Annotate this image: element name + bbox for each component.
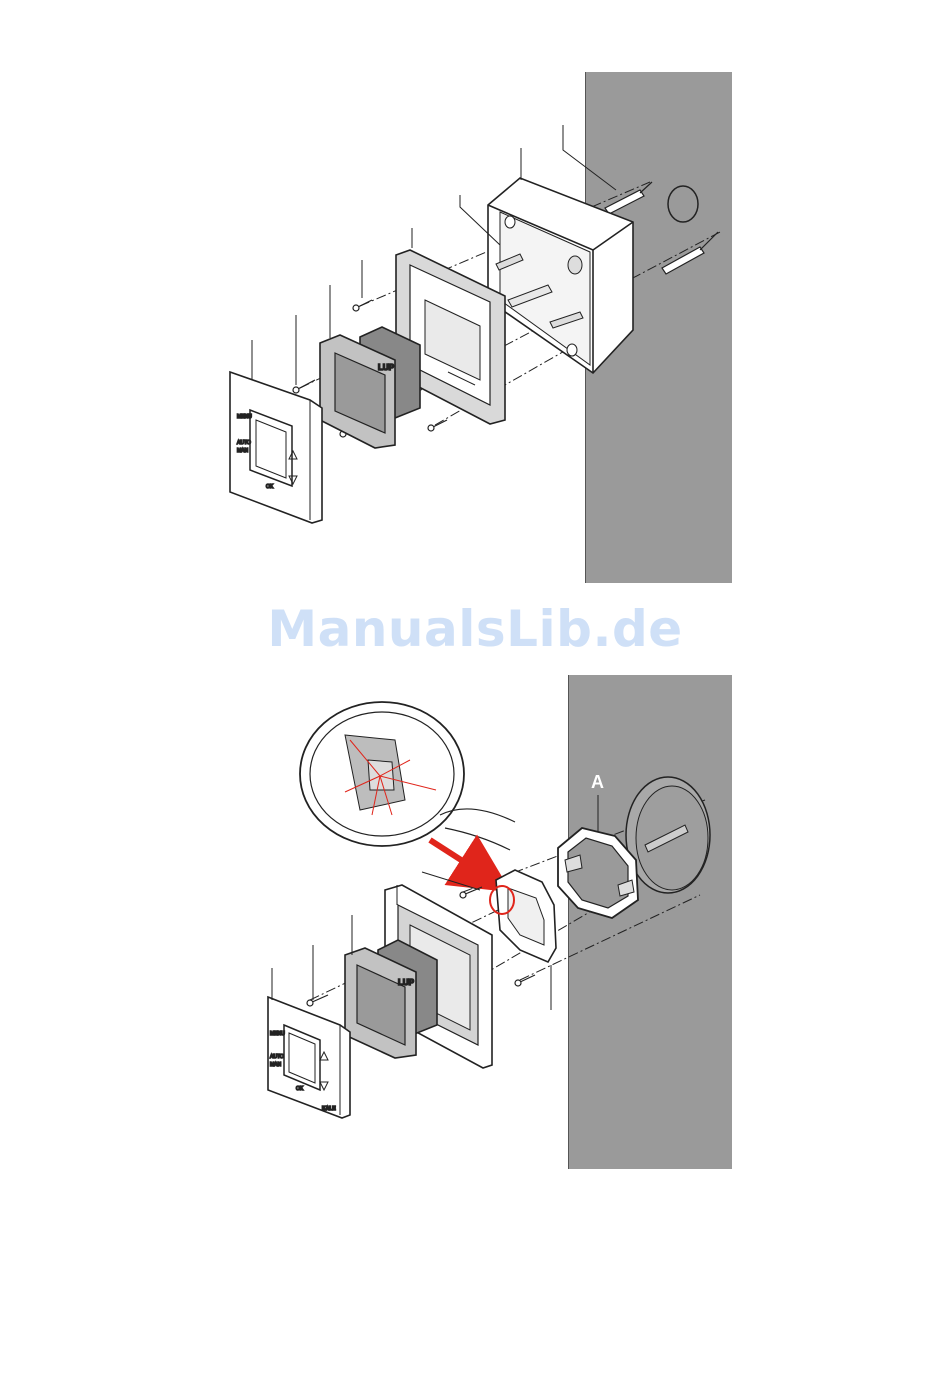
panel2-auto-label: AUTO bbox=[270, 1054, 284, 1060]
thermostat-front-panel-2: MENU AUTO MAN OK KALE bbox=[268, 997, 350, 1118]
screw-frame-lower-2 bbox=[515, 975, 535, 986]
thermostat-front-panel: MENU AUTO MAN OK bbox=[230, 372, 322, 523]
magnifier-detail bbox=[300, 702, 515, 850]
thermostat-power-module-2: LUP bbox=[345, 940, 437, 1058]
module-label-2: LUP bbox=[398, 978, 415, 987]
insert-direction-arrow bbox=[430, 840, 486, 876]
panel-man-label: MAN bbox=[237, 448, 249, 454]
watermark: ManualsLib.de bbox=[0, 600, 950, 658]
flush-mount-box bbox=[626, 777, 710, 893]
wall-plug-lower bbox=[662, 232, 718, 274]
support-frame bbox=[490, 870, 556, 962]
thermostat-power-module: LUP bbox=[320, 327, 420, 448]
panel-menu-label: MENU bbox=[237, 414, 252, 420]
panel2-brand-label: KALE bbox=[322, 1106, 336, 1112]
panel2-menu-label: MENU bbox=[270, 1031, 285, 1037]
panel2-ok-label: OK bbox=[296, 1086, 304, 1092]
figure-1-surface-mount: LUP MENU AUTO MAN OK bbox=[230, 125, 720, 523]
figure-2-flush-mount: LUP MENU AUTO MAN OK KALE bbox=[268, 702, 710, 1118]
panel-auto-label: AUTO bbox=[237, 440, 251, 446]
adapter-ring-a bbox=[558, 795, 638, 918]
module-label: LUP bbox=[378, 363, 395, 372]
panel-ok-label: OK bbox=[266, 484, 274, 490]
screw-frame-bottom bbox=[428, 420, 447, 431]
panel2-man-label: MAN bbox=[270, 1062, 282, 1068]
wall-hole bbox=[668, 186, 698, 222]
callout-a-label: A bbox=[591, 772, 604, 793]
screw-frame-top bbox=[353, 300, 372, 311]
